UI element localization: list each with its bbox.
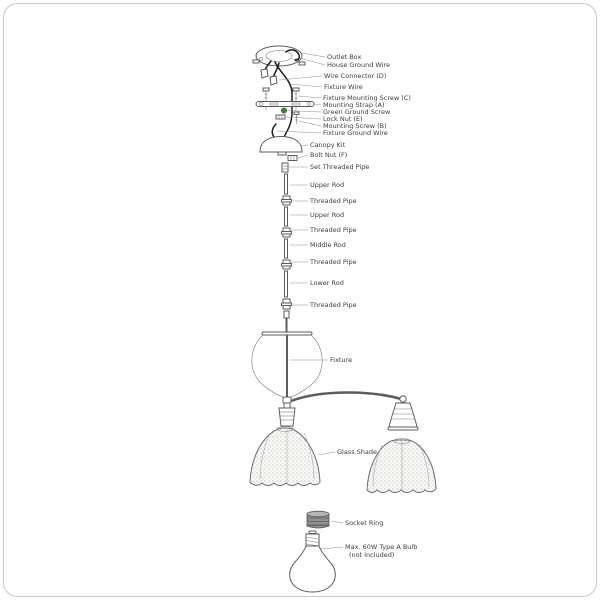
- label-house-ground-wire: House Ground Wire: [327, 61, 390, 69]
- upper-rod-2: [284, 206, 288, 227]
- label-set-threaded-pipe: Set Threaded Pipe: [310, 163, 369, 171]
- threaded-pipe-2: [281, 227, 292, 238]
- wire-connector-icon: [260, 68, 278, 86]
- right-socket-cap: [387, 395, 419, 431]
- label-bolt-nut: Bolt Nut (F): [310, 151, 347, 159]
- label-canopy-kit: Canopy Kit: [310, 141, 346, 149]
- leader-lines: [276, 52, 344, 550]
- label-bulb-line2: (not included): [349, 551, 394, 559]
- label-threaded-pipe-3: Threaded Pipe: [309, 258, 357, 266]
- mounting-screw-b: [293, 111, 300, 124]
- threaded-pipe-3: [281, 259, 292, 270]
- page-border: [3, 3, 597, 597]
- glass-shade-right: [366, 438, 437, 493]
- label-lock-nut: Lock Nut (E): [323, 115, 363, 123]
- mounting-strap: [255, 101, 315, 107]
- lock-nut: [275, 114, 286, 120]
- label-glass-shade: Glass Shade: [337, 448, 377, 456]
- outlet-box: [252, 45, 306, 67]
- upper-rod-1: [284, 173, 288, 195]
- threaded-pipe-1: [281, 195, 292, 206]
- fixture-wire: [263, 60, 293, 138]
- light-bulb: [289, 530, 336, 593]
- bolt-nut: [287, 155, 298, 161]
- label-fixture-ground-wire: Fixture Ground Wire: [323, 129, 388, 137]
- label-threaded-pipe-4: Threaded Pipe: [309, 301, 357, 309]
- label-fixture-mounting-screw: Fixture Mounting Screw (C): [323, 94, 411, 102]
- lower-rod: [284, 270, 288, 298]
- threaded-pipe-4: [281, 298, 292, 310]
- glass-shade-left: [249, 426, 321, 486]
- canopy-kit: [259, 135, 303, 156]
- fixture-frame: [251, 310, 402, 404]
- green-ground-screw: [280, 107, 287, 114]
- label-upper-rod-1: Upper Rod: [310, 181, 344, 189]
- house-ground-wire: [285, 49, 300, 61]
- label-lower-rod: Lower Rod: [310, 279, 344, 287]
- label-bulb-line1: Max. 60W Type A Bulb: [345, 543, 417, 551]
- label-middle-rod: Middle Rod: [310, 241, 346, 249]
- label-outlet-box: Outlet Box: [327, 53, 361, 61]
- socket-ring: [306, 510, 330, 529]
- label-mounting-strap: Mounting Strap (A): [323, 101, 385, 109]
- label-threaded-pipe-1: Threaded Pipe: [309, 197, 357, 205]
- label-mounting-screw: Mounting Screw (B): [323, 122, 387, 130]
- label-upper-rod-2: Upper Rod: [310, 211, 344, 219]
- label-fixture-wire: Fixture Wire: [324, 83, 363, 91]
- label-fixture: Fixture: [330, 356, 352, 364]
- label-wire-connector: Wire Connector (D): [324, 72, 386, 80]
- middle-rod: [284, 238, 288, 259]
- label-socket-ring: Socket Ring: [345, 519, 383, 527]
- fixture-ground-wire: [271, 123, 277, 138]
- label-threaded-pipe-2: Threaded Pipe: [309, 226, 357, 234]
- set-threaded-pipe: [281, 162, 289, 173]
- label-green-ground-screw: Green Ground Screw: [323, 108, 391, 116]
- left-socket-cup: [278, 402, 296, 427]
- part-labels: Outlet Box House Ground Wire Wire Connec…: [309, 53, 417, 559]
